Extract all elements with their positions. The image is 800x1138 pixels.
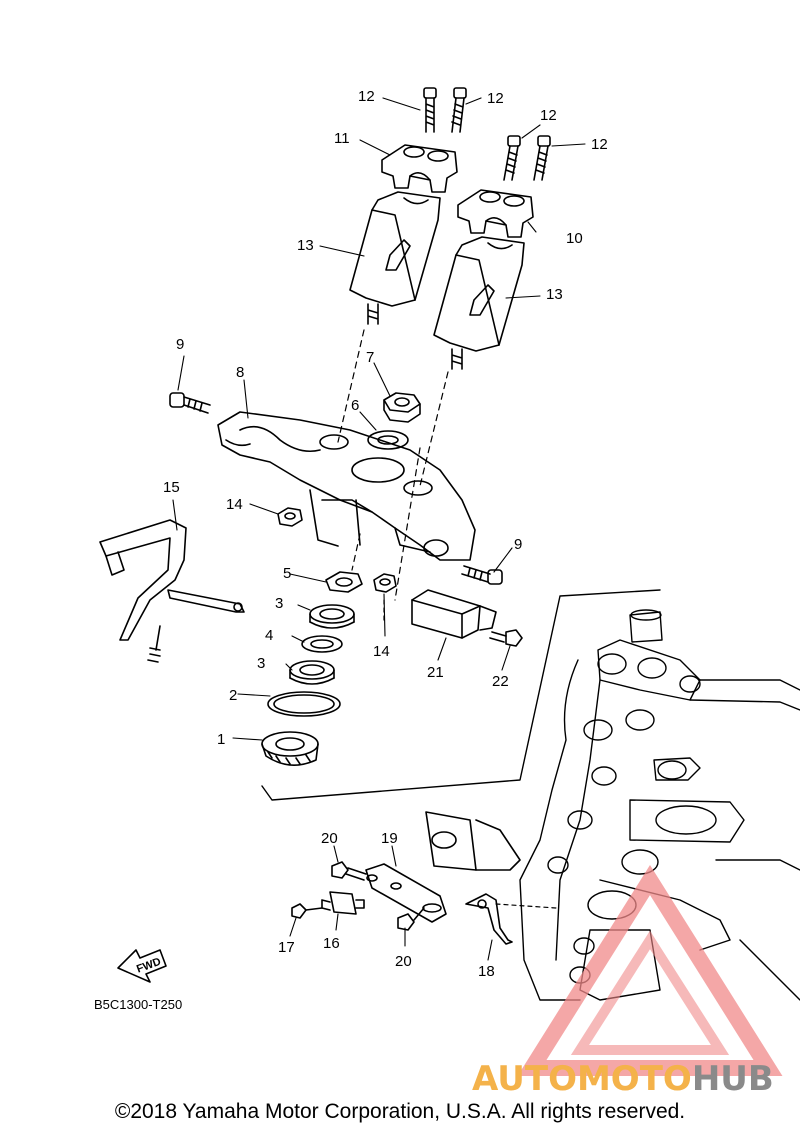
handlebar-holder-upper-10 bbox=[457, 189, 534, 238]
watermark-text-part1: AUTOMOTO bbox=[472, 1059, 692, 1099]
callout-12: 12 bbox=[591, 136, 608, 153]
copyright-notice: ©2018 Yamaha Motor Corporation, U.S.A. A… bbox=[114, 1100, 686, 1123]
washer-6 bbox=[367, 430, 409, 450]
screw-20-bottom bbox=[397, 907, 425, 931]
screw-17 bbox=[291, 903, 323, 919]
callout-12: 12 bbox=[540, 107, 557, 124]
cover-2 bbox=[267, 691, 341, 717]
screw-22 bbox=[489, 629, 523, 647]
callout-14: 14 bbox=[226, 496, 243, 513]
bracket-15 bbox=[99, 519, 245, 663]
svg-text:AUTOMOTOHUB: AUTOMOTOHUB bbox=[472, 1059, 774, 1099]
bracket-18 bbox=[465, 893, 557, 945]
callout-7: 7 bbox=[366, 349, 374, 366]
callout-13: 13 bbox=[546, 286, 563, 303]
upper-bracket-8 bbox=[217, 411, 476, 561]
bolt-9-top bbox=[169, 392, 211, 414]
callout-14: 14 bbox=[373, 643, 390, 660]
callout-12: 12 bbox=[358, 88, 375, 105]
nut-14-left bbox=[277, 507, 303, 527]
bracket-19 bbox=[365, 811, 521, 923]
riser-13-left bbox=[349, 191, 441, 325]
bolt-12-d bbox=[533, 135, 551, 181]
callout-8: 8 bbox=[236, 364, 244, 381]
callout-20: 20 bbox=[395, 953, 412, 970]
nut-7 bbox=[383, 392, 421, 423]
callout-1: 1 bbox=[217, 731, 225, 748]
callout-17: 17 bbox=[278, 939, 295, 956]
callout-18: 18 bbox=[478, 963, 495, 980]
callout-4: 4 bbox=[265, 627, 273, 644]
callout-9: 9 bbox=[514, 536, 522, 553]
screw-20-top bbox=[331, 861, 367, 881]
callout-22: 22 bbox=[492, 673, 509, 690]
drawing-code: B5C1300-T250 bbox=[94, 997, 182, 1012]
callout-2: 2 bbox=[229, 687, 237, 704]
watermark-text-part2: HUB bbox=[692, 1059, 774, 1099]
callout-21: 21 bbox=[427, 664, 444, 681]
fwd-arrow-icon bbox=[117, 949, 167, 983]
handlebar-holder-upper-11 bbox=[381, 144, 458, 193]
bolt-12-c bbox=[503, 135, 521, 181]
callout-3: 3 bbox=[257, 655, 265, 672]
callout-5: 5 bbox=[283, 565, 291, 582]
callout-12: 12 bbox=[487, 90, 504, 107]
callout-19: 19 bbox=[381, 830, 398, 847]
cover-21 bbox=[411, 589, 497, 639]
callout-9: 9 bbox=[176, 336, 184, 353]
frame bbox=[519, 609, 800, 1001]
callout-16: 16 bbox=[323, 935, 340, 952]
lock-washer-4 bbox=[301, 635, 343, 653]
callout-10: 10 bbox=[566, 230, 583, 247]
damper-16 bbox=[321, 891, 365, 915]
riser-13-right bbox=[433, 236, 525, 370]
washer-5 bbox=[325, 571, 363, 593]
ring-nut-3-lower bbox=[289, 660, 335, 685]
bolt-12-b bbox=[451, 87, 467, 133]
callout-6: 6 bbox=[351, 397, 359, 414]
watermark-logo: AUTOMOTOHUB bbox=[472, 864, 783, 1099]
callout-13: 13 bbox=[297, 237, 314, 254]
bolt-12-a bbox=[423, 87, 437, 133]
frame-callout-box bbox=[261, 589, 661, 801]
callout-3: 3 bbox=[275, 595, 283, 612]
bearing-1 bbox=[261, 731, 319, 766]
ring-nut-3-upper bbox=[309, 604, 355, 629]
callout-15: 15 bbox=[163, 479, 180, 496]
callout-20: 20 bbox=[321, 830, 338, 847]
callout-11: 11 bbox=[334, 130, 350, 147]
